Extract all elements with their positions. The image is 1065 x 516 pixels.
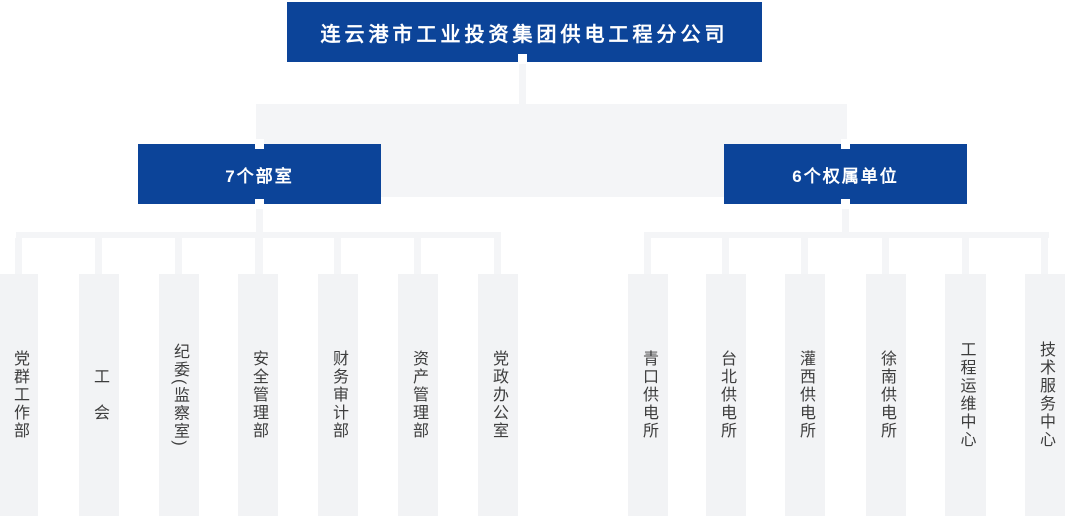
unit-bar: 台北供电所 [706, 274, 746, 516]
unit-label: 青口供电所 [640, 350, 657, 440]
unit-bar: 工程运维中心 [945, 274, 986, 516]
department-label: 纪委(监察室) [171, 342, 188, 448]
unit-bar: 徐南供电所 [866, 274, 906, 516]
department-bar: 资产管理部 [398, 274, 438, 516]
connector-left-hline [16, 232, 501, 238]
group-label-departments: 7个部室 [225, 166, 294, 186]
group-box-subsidiaries: 6个权属单位 [724, 144, 967, 204]
group-box-departments: 7个部室 [138, 144, 381, 204]
unit-bar: 青口供电所 [628, 274, 668, 516]
department-bar: 安全管理部 [238, 274, 278, 516]
group-label-subsidiaries: 6个权属单位 [792, 166, 899, 186]
department-label: 安全管理部 [250, 350, 267, 440]
connector-tick [518, 54, 527, 64]
connector-stub [175, 238, 182, 274]
department-label: 党群工作部 [11, 350, 28, 440]
connector-stub [95, 238, 102, 274]
connector-stub [644, 238, 651, 274]
unit-bar: 技术服务中心 [1025, 274, 1065, 516]
department-bar: 工 会 [79, 274, 119, 516]
connector-stub [494, 238, 501, 274]
connector-stub [15, 238, 22, 274]
unit-label: 技术服务中心 [1037, 341, 1054, 449]
connector-tick [255, 199, 264, 209]
connector-right-hline [644, 232, 1049, 238]
connector-stub [255, 238, 262, 274]
connector-right-center-vline [842, 204, 849, 238]
org-root-title: 连云港市工业投资集团供电工程分公司 [320, 23, 729, 46]
unit-label: 灌西供电所 [797, 350, 814, 440]
connector-stub [334, 238, 341, 274]
department-bar: 党政办公室 [478, 274, 518, 516]
connector-tick [841, 139, 850, 149]
department-label: 工 会 [91, 368, 108, 422]
unit-label: 工程运维中心 [957, 341, 975, 449]
department-bar: 党群工作部 [0, 274, 38, 516]
connector-tick [841, 199, 850, 209]
connector-stub [882, 238, 889, 274]
connector-stub [1041, 238, 1048, 274]
unit-label: 台北供电所 [718, 350, 735, 440]
department-label: 财务审计部 [330, 350, 347, 440]
connector-stub [962, 238, 969, 274]
department-label: 资产管理部 [410, 350, 427, 440]
connector-root-vline [519, 62, 526, 104]
unit-bar: 灌西供电所 [785, 274, 825, 516]
connector-tick [255, 139, 264, 149]
connector-stub [722, 238, 729, 274]
org-root-box: 连云港市工业投资集团供电工程分公司 [287, 2, 762, 62]
department-label: 党政办公室 [490, 350, 507, 440]
department-bar: 纪委(监察室) [159, 274, 199, 516]
department-bar: 财务审计部 [318, 274, 358, 516]
unit-label: 徐南供电所 [878, 350, 895, 440]
connector-stub [801, 238, 808, 274]
connector-stub [414, 238, 421, 274]
